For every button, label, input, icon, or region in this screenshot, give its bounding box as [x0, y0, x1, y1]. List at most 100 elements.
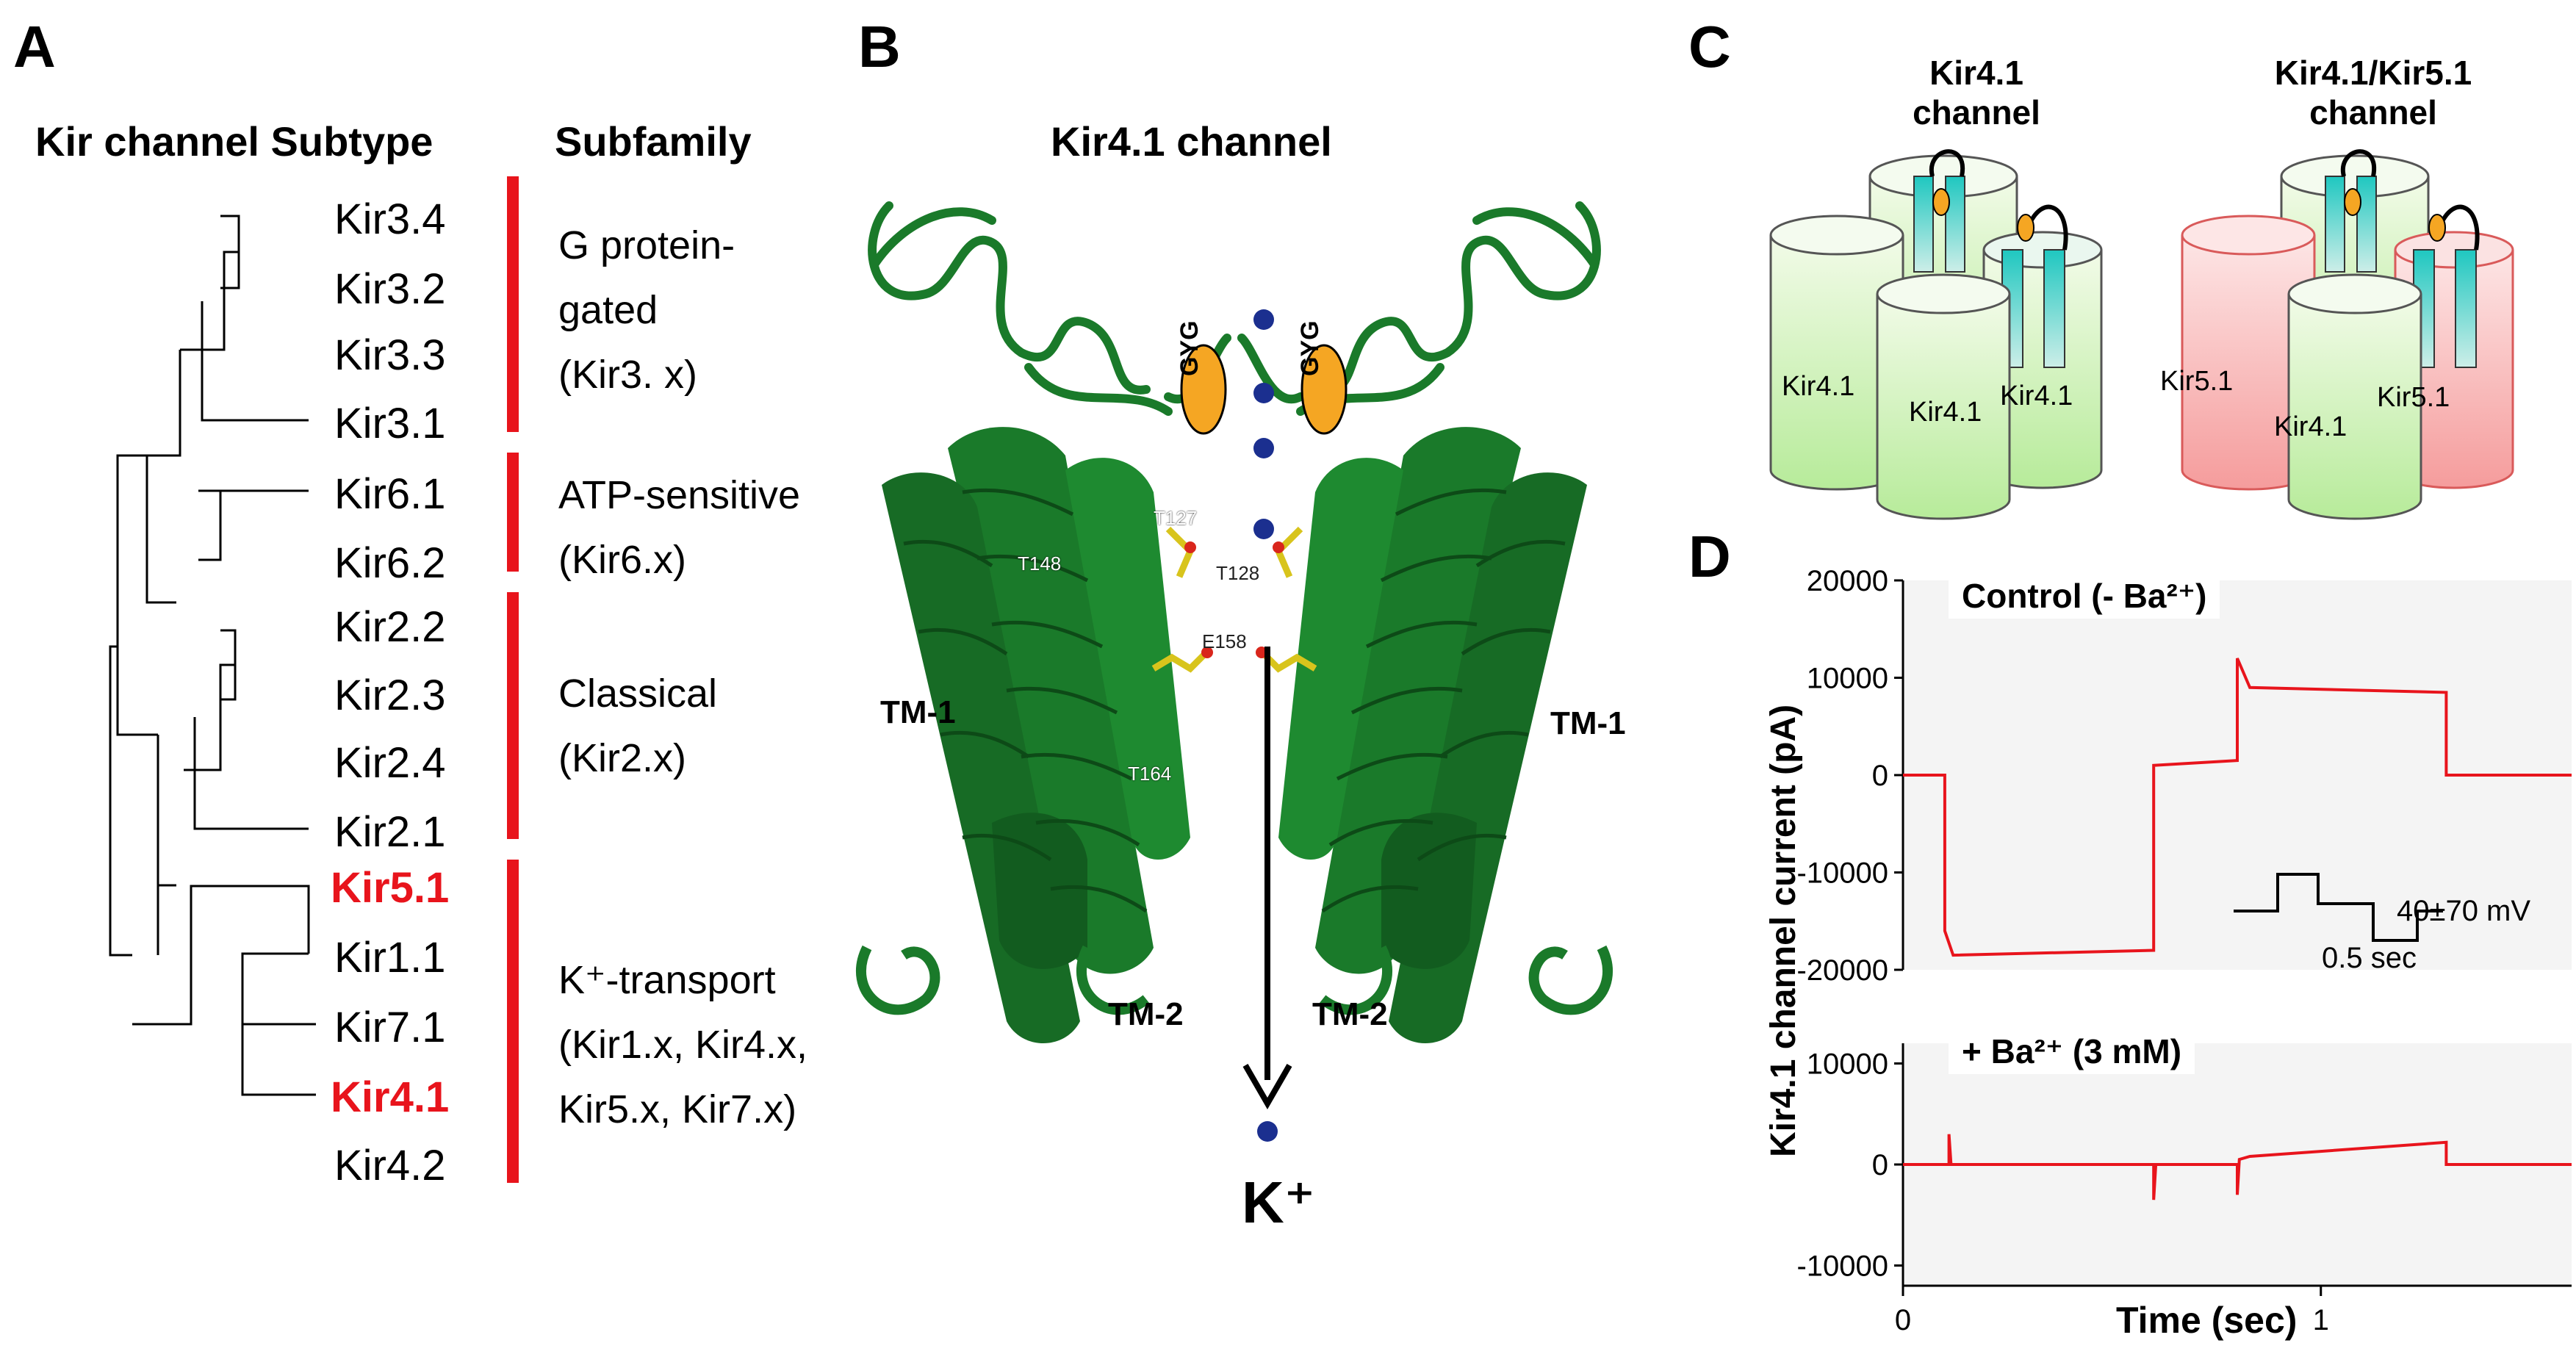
- gyg-right-oval: [1300, 344, 1348, 435]
- gyg-left-label: GYG: [1176, 320, 1204, 376]
- right-title-line1: Kir4.1/Kir5.1: [2274, 54, 2472, 92]
- subfamily-0-line-0: G protein-: [558, 223, 735, 267]
- subfamily-0-line-2: (Kir3. x): [558, 353, 697, 397]
- tree-branches: [109, 215, 316, 1096]
- barium-xtick-label-0: 0: [1895, 1304, 1911, 1336]
- protocol-voltage-label: 40±70 mV: [2397, 895, 2531, 927]
- kir41-structure: [856, 201, 1613, 1142]
- bar-atp-sensitive: [507, 453, 519, 572]
- control-label: Control (- Ba²⁺): [1949, 573, 2220, 619]
- protocol-time-label: 0.5 sec: [2322, 942, 2417, 974]
- left-helices: [882, 427, 1190, 1043]
- subfamily-header: Subfamily: [555, 118, 752, 165]
- control-ytick-label-2: 0: [1872, 760, 1888, 792]
- leaf-kir2-4: Kir2.4: [334, 739, 446, 787]
- subfamily-bars: [507, 176, 519, 1183]
- leaf-kir5-1: Kir5.1: [331, 864, 450, 912]
- potassium-ion-label: K⁺: [1242, 1170, 1315, 1235]
- left-helix-stripes: [903, 488, 1148, 913]
- panel-d-letter: D: [1688, 524, 1731, 589]
- right-subunit-label-2: Kir4.1: [2274, 411, 2347, 442]
- control-trace: [1903, 658, 2572, 957]
- leaf-kir4-1: Kir4.1: [331, 1073, 450, 1121]
- subfamily-3-line-0: K⁺-transport: [558, 958, 776, 1002]
- barium-trace: [1903, 1134, 2572, 1200]
- right-subunit-label-1: Kir5.1: [2160, 366, 2234, 397]
- panel-a-letter: A: [13, 14, 56, 79]
- residue-t127: T127: [1154, 507, 1198, 529]
- tm2-right-label: TM-2: [1312, 996, 1388, 1032]
- right-tetramer: [2181, 149, 2514, 520]
- right-subunit-label-3: Kir5.1: [2377, 382, 2450, 413]
- top-loops: [868, 201, 1601, 416]
- subfamily-2-line-0: Classical: [558, 672, 718, 716]
- d-xlabel: Time (sec): [2116, 1300, 2298, 1341]
- leaf-kir3-2: Kir3.2: [334, 265, 446, 313]
- leaf-kir7-1: Kir7.1: [334, 1004, 446, 1051]
- right-helix-stripes: [1321, 488, 1566, 913]
- bar-g-protein: [507, 176, 519, 432]
- leaf-kir2-2: Kir2.2: [334, 603, 446, 651]
- leaf-kir2-1: Kir2.1: [334, 808, 446, 856]
- potassium-ions: [1253, 309, 1274, 539]
- leaf-kir3-4: Kir3.4: [334, 195, 446, 243]
- residue-e158: E158: [1202, 630, 1247, 652]
- leaf-kir3-3: Kir3.3: [334, 331, 446, 379]
- left-left-subunit: [1769, 215, 1904, 491]
- left-title-line1: Kir4.1: [1929, 54, 2023, 92]
- control-ytick-label-4: -20000: [1796, 954, 1888, 987]
- bar-classical: [507, 592, 519, 839]
- right-right-subunit: [2394, 204, 2514, 489]
- leaf-kir1-1: Kir1.1: [334, 934, 446, 982]
- left-subunit-label-2: Kir4.1: [1909, 397, 1982, 428]
- tm1-left-label: TM-1: [880, 694, 956, 730]
- control-ytick-label-0: 20000: [1807, 565, 1888, 597]
- bar-k-transport: [507, 860, 519, 1183]
- control-ytick-label-3: -10000: [1796, 857, 1888, 890]
- right-title-line2: channel: [2309, 93, 2437, 132]
- barium-ytick-label-0: 10000: [1807, 1048, 1888, 1081]
- subfamily-3: K⁺-transport (Kir1.x, Kir4.x, Kir5.x, Kir7…: [558, 948, 807, 1142]
- leaf-kir6-1: Kir6.1: [334, 470, 446, 518]
- subfamily-0-line-1: gated: [558, 288, 658, 332]
- gyg-right-label: GYG: [1296, 320, 1324, 376]
- right-left-subunit: [2181, 215, 2316, 491]
- subfamily-1-line-1: (Kir6.x): [558, 538, 686, 582]
- panel-b-letter: B: [858, 14, 901, 79]
- residue-t148: T148: [1018, 552, 1062, 575]
- tm2-left-label: TM-2: [1108, 996, 1184, 1032]
- subtype-header: Kir channel Subtype: [35, 118, 433, 165]
- gyg-left-oval: [1180, 344, 1227, 435]
- left-title-line2: channel: [1913, 93, 2040, 132]
- subfamily-1-line-0: ATP-sensitive: [558, 473, 801, 517]
- exiting-ion: [1257, 1121, 1278, 1142]
- tm1-right-label: TM-1: [1550, 705, 1626, 741]
- left-front-subunit: [1876, 273, 2011, 520]
- left-subunit-label-3: Kir4.1: [2000, 381, 2073, 411]
- voltage-protocol-step: [2234, 873, 2443, 942]
- subfamily-3-line-1: (Kir1.x, Kir4.x,: [558, 1023, 808, 1067]
- left-subunit-label-1: Kir4.1: [1782, 371, 1855, 402]
- leaf-kir4-2: Kir4.2: [334, 1142, 446, 1189]
- ion-flow-arrow: [1242, 647, 1292, 1110]
- barium-ytick-label-1: 0: [1872, 1149, 1888, 1181]
- barium-ytick-label-2: -10000: [1796, 1250, 1888, 1283]
- left-channel-title: Kir4.1 channel: [1866, 53, 2087, 132]
- subfamily-2: Classical (Kir2.x): [558, 661, 717, 791]
- panel-b-title: Kir4.1 channel: [1051, 118, 1332, 165]
- right-front-subunit: [2287, 273, 2422, 520]
- leaf-kir3-1: Kir3.1: [334, 400, 446, 447]
- leaf-kir2-3: Kir2.3: [334, 672, 446, 719]
- right-helices: [1278, 427, 1587, 1043]
- panel-c-letter: C: [1688, 14, 1731, 79]
- leaf-kir6-2: Kir6.2: [334, 539, 446, 587]
- control-ytick-label-1: 10000: [1807, 663, 1888, 695]
- subfamily-2-line-1: (Kir2.x): [558, 736, 686, 780]
- bottom-curls: [856, 945, 1613, 1015]
- subfamily-1: ATP-sensitive (Kir6.x): [558, 463, 800, 592]
- barium-label: + Ba²⁺ (3 mM): [1949, 1029, 2195, 1074]
- barium-xtick-label-1: 1: [2313, 1304, 2329, 1336]
- residue-t164: T164: [1128, 763, 1172, 785]
- subfamily-3-line-2: Kir5.x, Kir7.x): [558, 1087, 797, 1131]
